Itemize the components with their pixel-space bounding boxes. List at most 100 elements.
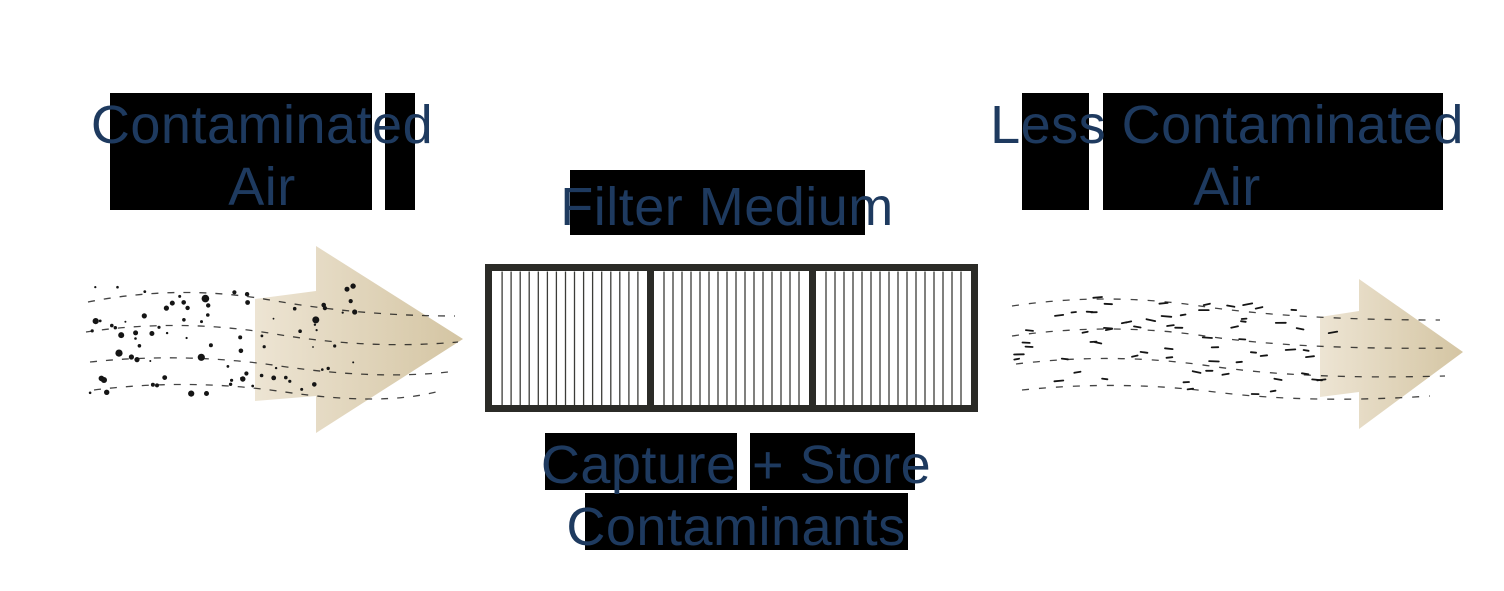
small-particle-dash (1254, 306, 1264, 310)
capture-store-line1: Capture + Store (540, 435, 932, 495)
contaminant-particle (288, 379, 292, 383)
filter-frame (485, 264, 978, 412)
contaminant-particle (312, 346, 314, 348)
small-particle-dash (1139, 350, 1149, 354)
small-particle-dash (1054, 313, 1065, 317)
contaminant-particle (101, 377, 107, 383)
contaminant-particle (244, 371, 249, 376)
small-particle-dash (1191, 370, 1202, 374)
small-particle-dash (1250, 351, 1257, 354)
contaminant-particle (133, 330, 139, 336)
contaminant-particle (155, 383, 159, 388)
contaminant-particle (341, 311, 344, 314)
filter-medium-graphic (485, 264, 978, 412)
small-particle-dash (1301, 372, 1310, 376)
contaminant-particle (149, 331, 155, 336)
small-particle-dash (1158, 301, 1169, 305)
contaminant-particle (350, 283, 356, 289)
label-backdrop (385, 93, 415, 210)
contaminant-particle (238, 348, 244, 354)
contaminant-particle (163, 305, 169, 311)
contaminant-particle (124, 320, 127, 323)
streamline-dashed (1015, 357, 1446, 378)
contaminant-particle (321, 302, 327, 308)
small-particle-dash (1221, 372, 1230, 376)
left-flow-arrow-icon (255, 246, 463, 433)
contaminant-particle (298, 329, 302, 334)
contaminant-particle (344, 286, 350, 292)
contaminant-particle (197, 353, 205, 361)
contaminant-particle (300, 387, 304, 391)
contaminated-air-line2: Air (228, 157, 296, 217)
small-particle-dash (1164, 347, 1174, 351)
contaminant-particle (313, 323, 317, 326)
small-particle-dash (1166, 324, 1175, 327)
contaminant-particle (321, 368, 324, 371)
contaminant-particle (143, 290, 147, 293)
small-particle-dash (1240, 320, 1247, 323)
small-particle-dash (1053, 379, 1065, 383)
small-particle-dash (1103, 326, 1113, 330)
small-particle-dash (1165, 356, 1174, 359)
small-particle-dash (1025, 329, 1034, 332)
contaminant-particle (200, 320, 203, 324)
small-particle-dash (1295, 327, 1305, 331)
label-backdrop (585, 493, 908, 550)
small-particle-dash (1131, 354, 1139, 358)
small-particle-dash (1259, 354, 1268, 357)
small-particle-dash (1302, 349, 1310, 352)
contaminant-particle (315, 329, 318, 332)
contaminant-particle (92, 318, 99, 325)
small-particle-dash (1179, 313, 1187, 317)
contaminant-particle (188, 390, 195, 397)
contaminant-particle (244, 292, 250, 297)
contaminant-particle (90, 329, 94, 333)
contaminant-particle (169, 300, 175, 306)
capture-store-line2: Contaminants (566, 497, 906, 557)
contaminant-particle (157, 325, 161, 329)
contaminant-particle (245, 300, 251, 305)
contaminant-particle (137, 344, 142, 348)
contaminant-particle (185, 336, 188, 340)
streamline-dashed (87, 291, 456, 317)
contaminant-particle (134, 357, 140, 363)
small-particle-dash (1327, 330, 1339, 335)
small-particle-dash (1235, 360, 1243, 364)
clean-airflow-graphic (1011, 279, 1463, 429)
contaminant-particle (274, 366, 278, 370)
small-particle-dash (1070, 311, 1077, 314)
contaminant-particle (128, 354, 134, 360)
contaminant-particle (116, 285, 119, 289)
small-particle-dash (1201, 336, 1213, 339)
contaminant-particle (182, 318, 186, 322)
contaminant-particle (98, 319, 102, 323)
small-particle-dash (1060, 357, 1069, 361)
contaminant-particle (230, 378, 234, 382)
contaminant-particle (94, 286, 97, 289)
streamline-dashed (1021, 384, 1431, 400)
contaminant-particle (110, 323, 114, 328)
small-particle-dash (1242, 302, 1254, 307)
small-particle-dash (1269, 389, 1277, 393)
contaminant-particle (206, 303, 211, 308)
capture-store-label: Capture + Store Contaminants (516, 434, 956, 558)
contaminant-particle (134, 337, 137, 340)
contaminant-particle (352, 361, 355, 364)
small-particle-dash (1226, 304, 1236, 308)
small-particle-dash (1316, 378, 1327, 382)
small-particle-dash (1013, 357, 1020, 361)
contaminant-particle (118, 332, 125, 339)
contaminant-particle (113, 326, 118, 330)
contaminant-particle (232, 290, 237, 295)
less-contaminated-air-line1: Less Contaminated (990, 95, 1464, 155)
contaminant-particle (333, 344, 337, 348)
contaminated-airflow-graphic (85, 246, 463, 433)
filter-medium-label: Filter Medium (527, 178, 927, 236)
small-particle-dash (1073, 370, 1082, 374)
filter-medium-text: Filter Medium (560, 177, 894, 237)
right-flow-arrow-icon (1320, 279, 1463, 429)
small-particle-dash (1202, 302, 1211, 307)
streamline-dashed (1011, 328, 1453, 349)
contaminant-particle (185, 305, 190, 311)
